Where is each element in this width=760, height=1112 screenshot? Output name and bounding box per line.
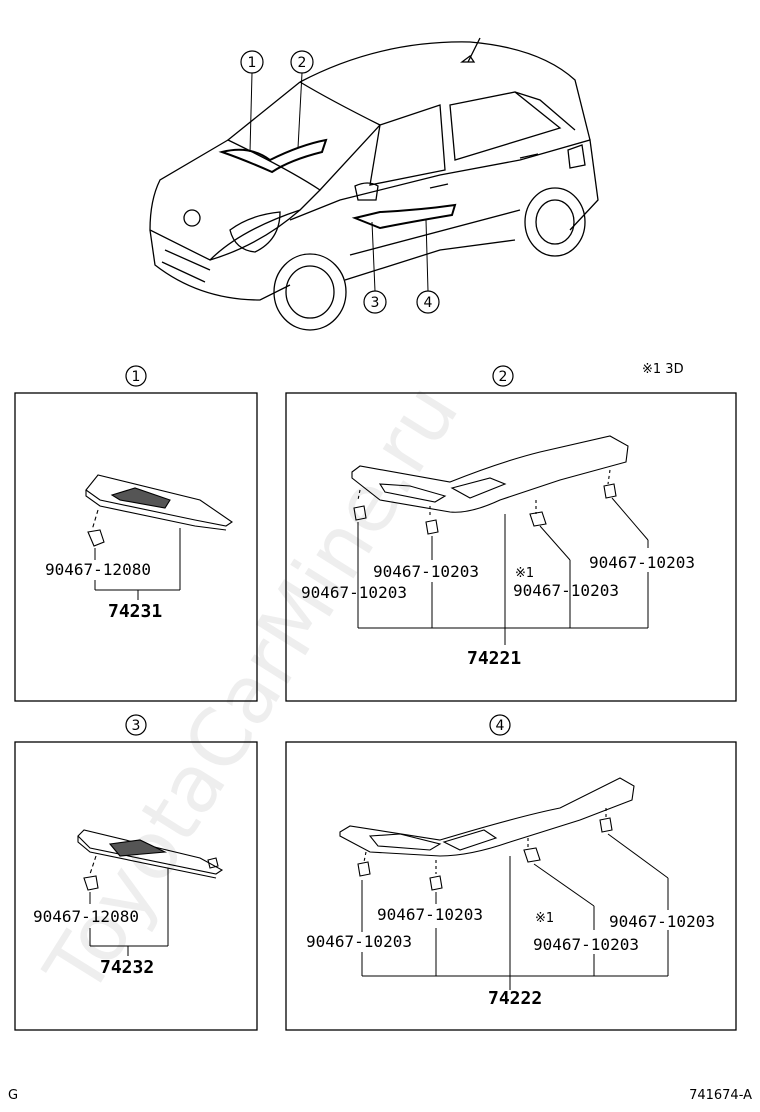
- svg-text:3: 3: [371, 295, 380, 311]
- panel-4-part-number-a: 90467-10203: [377, 905, 483, 924]
- overview-callout-2: 2: [290, 50, 314, 149]
- panel-2-part-number-d: 90467-10203: [589, 553, 695, 572]
- svg-text:1: 1: [248, 55, 257, 71]
- car-overview-illustration: [149, 37, 599, 331]
- overview-callout-1: 1: [240, 50, 264, 153]
- panel-3-assembly-number: 74232: [100, 957, 154, 978]
- panel-4: 4 90467-10203 90467-10203: [285, 714, 737, 1031]
- panel-4-part-sketch: [339, 777, 635, 891]
- overview-callout-4: 4: [416, 219, 440, 314]
- corner-label-right: 741674-A: [689, 1088, 752, 1103]
- overview-callout-3: 3: [363, 221, 387, 314]
- panel-4-part-number-b: 90467-10203: [306, 932, 412, 951]
- panel-3-part-number: 90467-12080: [33, 907, 139, 926]
- panel-1-number: 1: [132, 369, 141, 385]
- panel-2-number: 2: [499, 369, 508, 385]
- svg-text:4: 4: [424, 295, 433, 311]
- panel-4-part-number-d: 90467-10203: [609, 912, 715, 931]
- panel-3-number: 3: [132, 718, 141, 734]
- panel-4-part-number-c: 90467-10203: [533, 935, 639, 954]
- panel-2-note-marker: ※1: [515, 566, 534, 581]
- panel-4-assembly-number: 74222: [488, 988, 542, 1009]
- panel-1: 1 90467-12080 74231: [14, 365, 258, 702]
- panel-2-assembly-number: 74221: [467, 648, 521, 669]
- corner-label-left: G: [8, 1088, 18, 1103]
- svg-text:2: 2: [298, 55, 307, 71]
- panel-3-part-sketch: [77, 829, 224, 891]
- panel-4-note-marker: ※1: [535, 911, 554, 926]
- panel-4-number: 4: [496, 718, 505, 734]
- panel-1-assembly-number: 74231: [108, 601, 162, 622]
- panel-2-part-sketch: [351, 435, 629, 535]
- panel-2-part-number-a: 90467-10203: [373, 562, 479, 581]
- footnote: ※1 3D: [642, 362, 684, 377]
- panel-2-part-number-b: 90467-10203: [301, 583, 407, 602]
- panel-2-part-number-c: 90467-10203: [513, 581, 619, 600]
- panel-1-part-sketch: [85, 474, 233, 547]
- panel-3: 3 90467-12080 74232: [14, 714, 258, 1031]
- panel-1-part-number: 90467-12080: [45, 560, 151, 579]
- panel-2: 2 90467-10203 90467-10203 ※1 9046: [285, 365, 737, 702]
